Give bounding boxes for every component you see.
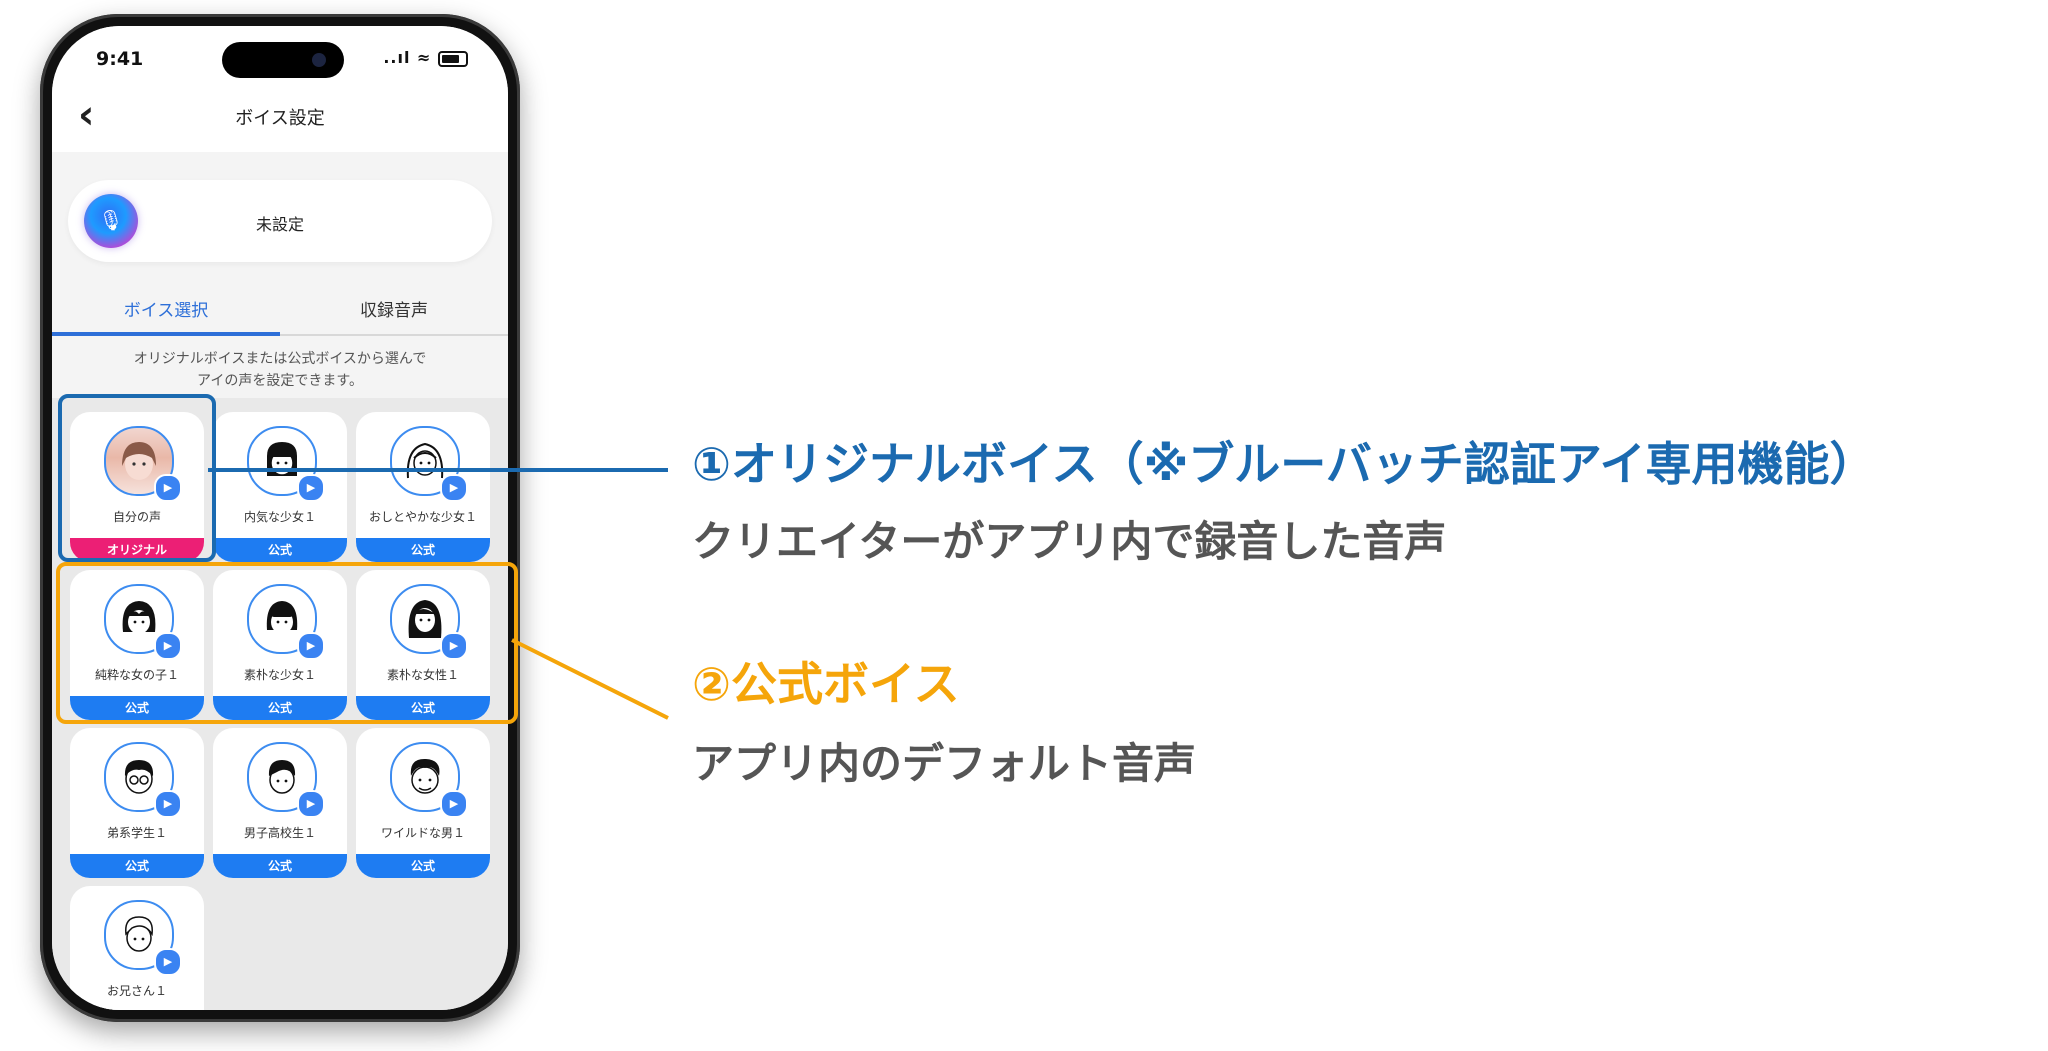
- status-icons: ..ıl ≈: [383, 48, 468, 67]
- voice-name: おしとやかな少女１: [368, 510, 477, 524]
- status-bar: 9:41 ..ıl ≈: [52, 26, 508, 82]
- man-face-icon: [410, 758, 440, 794]
- phone-frame: 9:41 ..ıl ≈ ‹ ボイス設定 🎙 未設定 ボイス選択 収録音声 オリジ…: [40, 14, 520, 1022]
- voice-card[interactable]: ▶ 男子高校生１ 公式: [213, 728, 347, 878]
- nav-bar: ‹ ボイス設定: [52, 82, 508, 152]
- tab-indicator: [52, 332, 280, 336]
- voice-card[interactable]: ▶ 内気な少女１ 公式: [213, 412, 347, 562]
- wifi-icon: ≈: [417, 48, 432, 67]
- voice-badge: 公式: [356, 854, 490, 878]
- dynamic-island: [222, 42, 344, 78]
- original-annotation-title: ①オリジナルボイス（※ブルーバッチ認証アイ専用機能）: [692, 437, 1876, 491]
- voice-badge: 公式: [356, 538, 490, 562]
- avatar: [390, 584, 460, 654]
- description-line: オリジナルボイスまたは公式ボイスから選んで: [133, 351, 427, 367]
- official-annotation-title: ②公式ボイス: [692, 657, 960, 711]
- voice-card[interactable]: ▶ ワイルドな男１ 公式: [356, 728, 490, 878]
- play-icon[interactable]: ▶: [154, 474, 182, 502]
- voice-name: 男子高校生１: [243, 826, 316, 840]
- girl-face-icon: [122, 601, 156, 634]
- man-face-icon: [125, 916, 153, 952]
- signal-icon: ..ıl: [383, 48, 411, 67]
- boy-face-icon: [268, 760, 296, 794]
- voice-name: 純粋な女の子１: [94, 668, 179, 682]
- voice-badge: 公式: [70, 854, 204, 878]
- play-icon[interactable]: ▶: [297, 632, 325, 660]
- voice-badge: 公式: [213, 538, 347, 562]
- play-icon[interactable]: ▶: [440, 790, 468, 818]
- voice-name: お兄さん１: [106, 984, 167, 998]
- play-icon[interactable]: ▶: [154, 948, 182, 976]
- girl-face-icon: [267, 442, 297, 476]
- voice-status: 未設定: [255, 215, 304, 234]
- voice-card[interactable]: ▶ 弟系学生１ 公式: [70, 728, 204, 878]
- avatar: [104, 584, 174, 654]
- voice-card[interactable]: ▶ おしとやかな少女１ 公式: [356, 412, 490, 562]
- voice-name: ワイルドな男１: [380, 826, 465, 840]
- voice-name: 素朴な女性１: [386, 668, 459, 682]
- play-icon[interactable]: ▶: [297, 474, 325, 502]
- voice-badge: 公式: [213, 854, 347, 878]
- voice-card[interactable]: ▶ 素朴な女性１ 公式: [356, 570, 490, 720]
- tab-voice-select[interactable]: ボイス選択: [123, 301, 209, 321]
- description-line: アイの声を設定できます。: [197, 373, 363, 389]
- app-screen: 9:41 ..ıl ≈ ‹ ボイス設定 🎙 未設定 ボイス選択 収録音声 オリジ…: [52, 26, 508, 1010]
- play-icon[interactable]: ▶: [297, 790, 325, 818]
- official-connector-line: [511, 638, 669, 720]
- play-icon[interactable]: ▶: [440, 474, 468, 502]
- back-button[interactable]: ‹: [78, 92, 95, 138]
- play-icon[interactable]: ▶: [440, 632, 468, 660]
- woman-face-icon: [408, 600, 442, 638]
- microphone-icon[interactable]: 🎙: [84, 194, 138, 248]
- tab-recorded-voice[interactable]: 収録音声: [360, 301, 428, 321]
- official-annotation-subtitle: アプリ内のデフォルト音声: [692, 739, 1197, 788]
- voice-card[interactable]: ▶ 素朴な少女１ 公式: [213, 570, 347, 720]
- voice-name: 素朴な少女１: [243, 668, 316, 682]
- battery-icon: [438, 50, 468, 67]
- tab-divider: [280, 334, 508, 336]
- play-icon[interactable]: ▶: [154, 790, 182, 818]
- voice-badge: 公式: [213, 696, 347, 720]
- page-title: ボイス設定: [235, 108, 325, 129]
- voice-name: 内気な少女１: [243, 510, 316, 524]
- camera-icon: [312, 53, 326, 67]
- status-time: 9:41: [96, 48, 144, 70]
- play-icon[interactable]: ▶: [154, 632, 182, 660]
- description-text: オリジナルボイスまたは公式ボイスから選んで アイの声を設定できます。: [52, 348, 508, 392]
- user-photo-icon: [122, 442, 156, 480]
- original-annotation-subtitle: クリエイターがアプリ内で録音した音声: [692, 517, 1447, 566]
- boy-glasses-face-icon: [124, 760, 154, 794]
- original-highlight-box: [58, 394, 216, 562]
- voice-badge: 公式: [70, 696, 204, 720]
- girl-face-icon: [266, 601, 298, 634]
- voice-name: 自分の声: [112, 510, 161, 524]
- voice-name: 弟系学生１: [106, 826, 167, 840]
- current-voice-bar[interactable]: 🎙 未設定: [68, 180, 492, 262]
- voice-card[interactable]: ▶ お兄さん１ 公式: [70, 886, 204, 1010]
- voice-badge: 公式: [356, 696, 490, 720]
- voice-card-original[interactable]: ▶ 自分の声 オリジナル: [70, 412, 204, 562]
- tab-bar: ボイス選択 収録音声: [52, 282, 508, 338]
- voice-card[interactable]: ▶ 純粋な女の子１ 公式: [70, 570, 204, 720]
